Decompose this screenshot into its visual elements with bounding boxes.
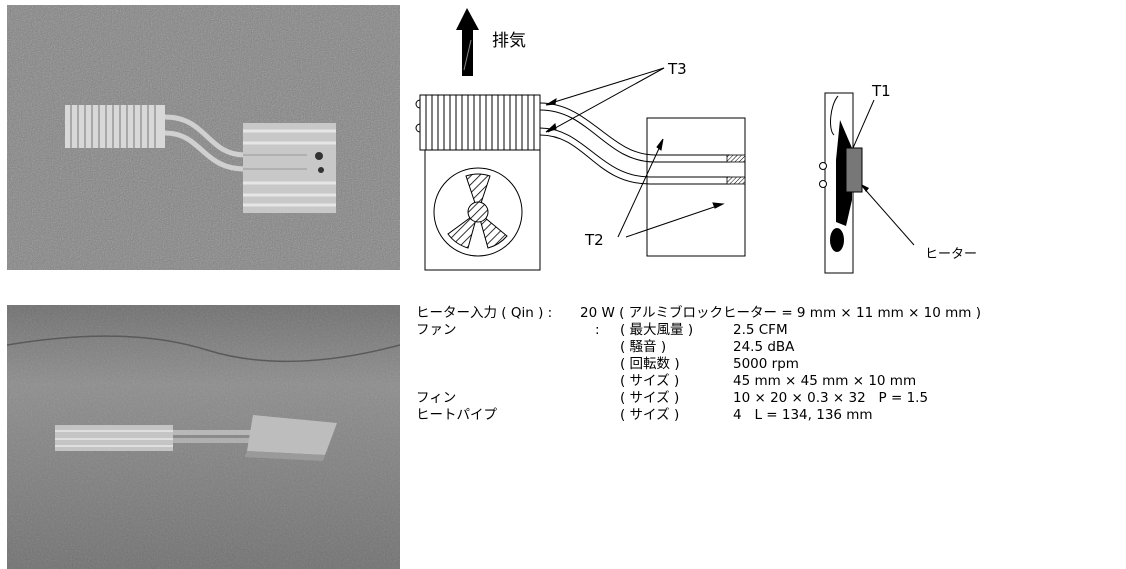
heatpipe-param-size: ( サイズ ) — [620, 407, 680, 423]
heater-spec-value: 20 W ( アルミブロックヒーター = 9 mm × 11 mm × 10 m… — [580, 305, 981, 321]
fan-param-max-airflow: ( 最大風量 ) — [620, 322, 694, 338]
t2-label: T2 — [584, 231, 604, 249]
heatpipe-schematic: 排気 — [400, 0, 1126, 285]
t3-label: T3 — [667, 60, 687, 78]
heater-spec-label: ヒーター入力 ( Qin ) : — [416, 305, 553, 321]
heatpipe-label: ヒートパイプ — [416, 407, 497, 423]
exhaust-label: 排気 — [492, 31, 526, 51]
fin-stack — [415, 94, 541, 151]
heat-pipes — [539, 102, 730, 185]
evaporator-plate — [646, 117, 746, 257]
fan-param-size: ( サイズ ) — [620, 373, 680, 389]
fan-value-noise: 24.5 dBA — [733, 339, 795, 355]
t2-pointers — [617, 138, 725, 238]
fan-label: ファン — [416, 322, 457, 338]
fin-label: フィン — [416, 390, 457, 406]
heatpipe-value-size: 4 L = 134, 136 mm — [733, 407, 873, 423]
fan-param-rpm: ( 回転数 ) — [620, 356, 680, 372]
t1-label: T1 — [871, 82, 891, 100]
heater-label: ヒーター — [925, 247, 977, 262]
side-view — [819, 92, 863, 274]
fan-value-rpm: 5000 rpm — [733, 356, 799, 372]
fan-param-noise: ( 騒音 ) — [620, 339, 667, 355]
fan-value-size: 45 mm × 45 mm × 10 mm — [733, 373, 917, 389]
t3-pointers — [545, 67, 665, 133]
exhaust-arrow — [456, 8, 479, 76]
photo-module-top-view — [7, 5, 400, 270]
fin-param-size: ( サイズ ) — [620, 390, 680, 406]
photo-module-side-view — [7, 305, 400, 569]
fan-value-max-airflow: 2.5 CFM — [733, 322, 788, 338]
fan-icon — [424, 149, 541, 271]
fin-value-size: 10 × 20 × 0.3 × 32 P = 1.5 — [733, 390, 929, 406]
fan-colon: : — [595, 322, 600, 338]
